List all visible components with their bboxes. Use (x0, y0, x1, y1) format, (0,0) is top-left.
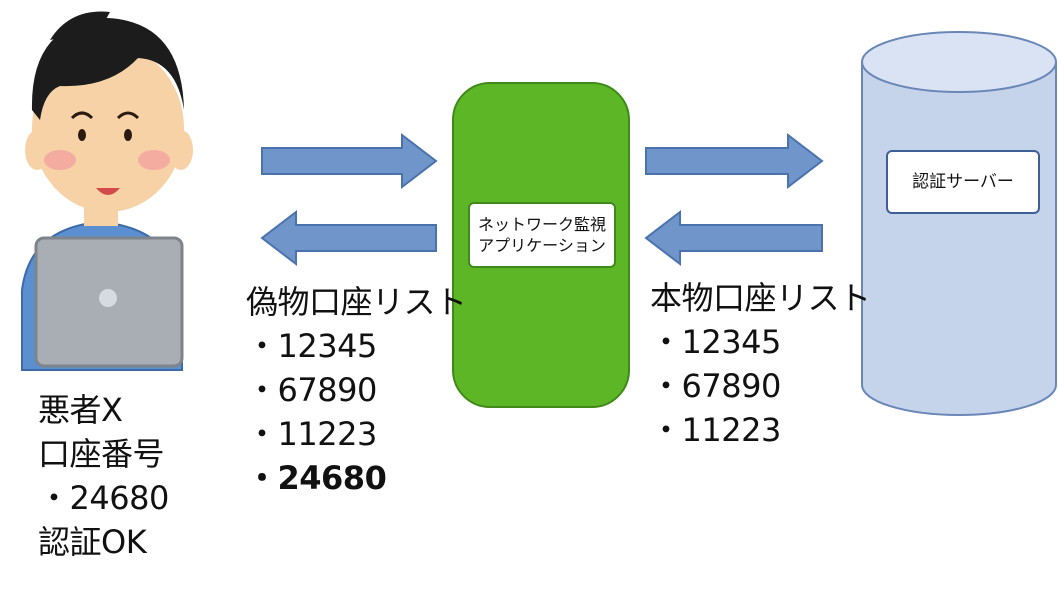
attacker-auth-status: 認証OK (38, 523, 147, 561)
auth-server-label: 認証サーバー (886, 150, 1040, 214)
attacker-account-number: ・24680 (38, 479, 169, 517)
real-list-item: ・67890 (650, 367, 781, 405)
real-list-item: ・11223 (650, 411, 781, 449)
fake-account-list: 偽物口座リスト ・12345 ・67890 ・11223 ・24680 (246, 280, 467, 500)
fake-list-item: ・12345 (246, 327, 377, 365)
fake-list-item-highlighted: ・24680 (246, 459, 387, 497)
auth-server-database-icon (861, 31, 1057, 416)
app-label-line-1: ネットワーク監視 (477, 215, 606, 234)
arrow-app-to-attacker (260, 209, 437, 267)
fake-list-item: ・11223 (246, 415, 377, 453)
attacker-name: 悪者X (38, 391, 123, 429)
app-label-line-2: アプリケーション (478, 236, 606, 255)
arrow-app-to-server (645, 132, 824, 190)
fake-list-item: ・67890 (246, 371, 377, 409)
real-account-list: 本物口座リスト ・12345 ・67890 ・11223 (650, 276, 871, 452)
attacker-info: 悪者X 口座番号 ・24680 認証OK (38, 388, 169, 564)
real-list-item: ・12345 (650, 323, 781, 361)
arrow-server-to-app (644, 209, 823, 267)
attacker-account-label: 口座番号 (38, 435, 165, 473)
arrows-group (260, 132, 824, 267)
real-list-title: 本物口座リスト (650, 279, 871, 317)
arrow-attacker-to-app (261, 132, 438, 190)
fake-list-title: 偽物口座リスト (246, 283, 467, 321)
network-monitor-app-label: ネットワーク監視 アプリケーション (468, 202, 616, 268)
laptop-icon (34, 236, 184, 368)
